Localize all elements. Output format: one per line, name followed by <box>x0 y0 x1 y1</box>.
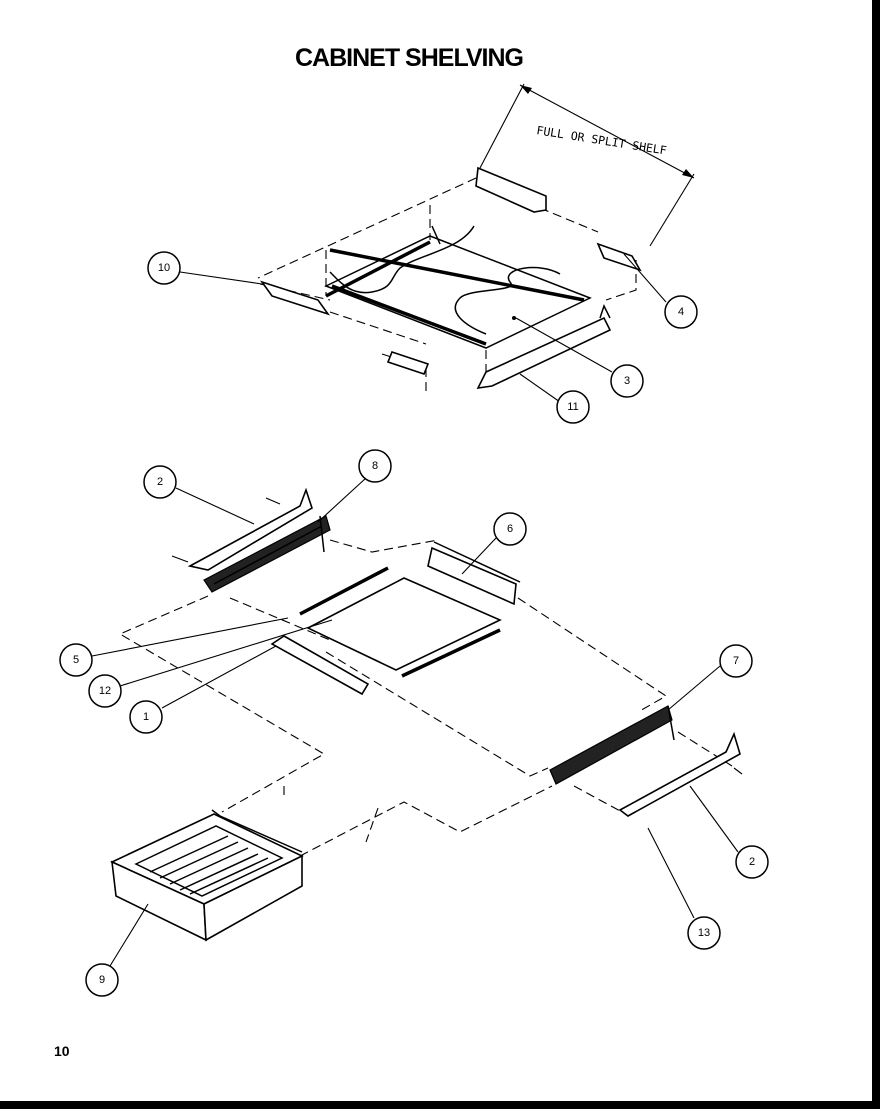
svg-text:13: 13 <box>698 927 710 939</box>
svg-text:8: 8 <box>372 460 378 472</box>
callout-11: 11 <box>556 390 590 424</box>
svg-text:5: 5 <box>73 654 79 666</box>
svg-text:1: 1 <box>143 711 149 723</box>
rear-rail <box>475 166 547 213</box>
svg-text:6: 6 <box>507 523 513 535</box>
left-shelf-support <box>187 487 313 571</box>
callout-2-left: 2 <box>143 465 177 499</box>
svg-text:2: 2 <box>749 856 755 868</box>
svg-text:11: 11 <box>567 401 578 413</box>
callout-6: 6 <box>493 512 527 546</box>
callout-13: 13 <box>687 916 721 950</box>
front-rail <box>476 316 612 390</box>
callout-1: 1 <box>129 700 163 734</box>
right-shelf-support <box>618 731 741 817</box>
callout-3: 3 <box>610 364 644 398</box>
dimension-indicator: FULL OR SPLIT SHELF <box>479 83 695 247</box>
svg-text:3: 3 <box>624 375 630 387</box>
svg-text:12: 12 <box>99 685 111 697</box>
left-lower-bracket <box>386 351 430 375</box>
callout-9: 9 <box>85 963 119 997</box>
callout-2-right: 2 <box>735 845 769 879</box>
svg-text:4: 4 <box>678 306 684 318</box>
lower-shelf-assembly <box>110 487 743 942</box>
crisper-drawer <box>110 809 304 942</box>
callout-4: 4 <box>664 295 698 329</box>
svg-text:10: 10 <box>158 262 170 274</box>
page-title: CABINET SHELVING <box>295 44 524 72</box>
front-crisper-rail <box>270 635 370 696</box>
glass-shelf <box>324 235 592 349</box>
callout-leaders <box>91 253 739 967</box>
svg-text:9: 9 <box>99 974 105 986</box>
left-end-cap <box>259 280 331 316</box>
crisper-glass-cover <box>306 577 502 671</box>
page-number: 10 <box>54 1043 70 1059</box>
svg-text:7: 7 <box>733 655 739 667</box>
rear-crisper-rail <box>427 546 517 606</box>
callout-12: 12 <box>88 674 122 708</box>
right-end-cap <box>596 242 642 272</box>
svg-text:2: 2 <box>157 476 163 488</box>
callout-10: 10 <box>147 251 181 285</box>
right-slide-rail <box>549 705 673 785</box>
callout-7: 7 <box>719 644 753 678</box>
callout-8: 8 <box>358 449 392 483</box>
callout-5: 5 <box>59 643 93 677</box>
upper-shelf-assembly <box>257 166 642 392</box>
